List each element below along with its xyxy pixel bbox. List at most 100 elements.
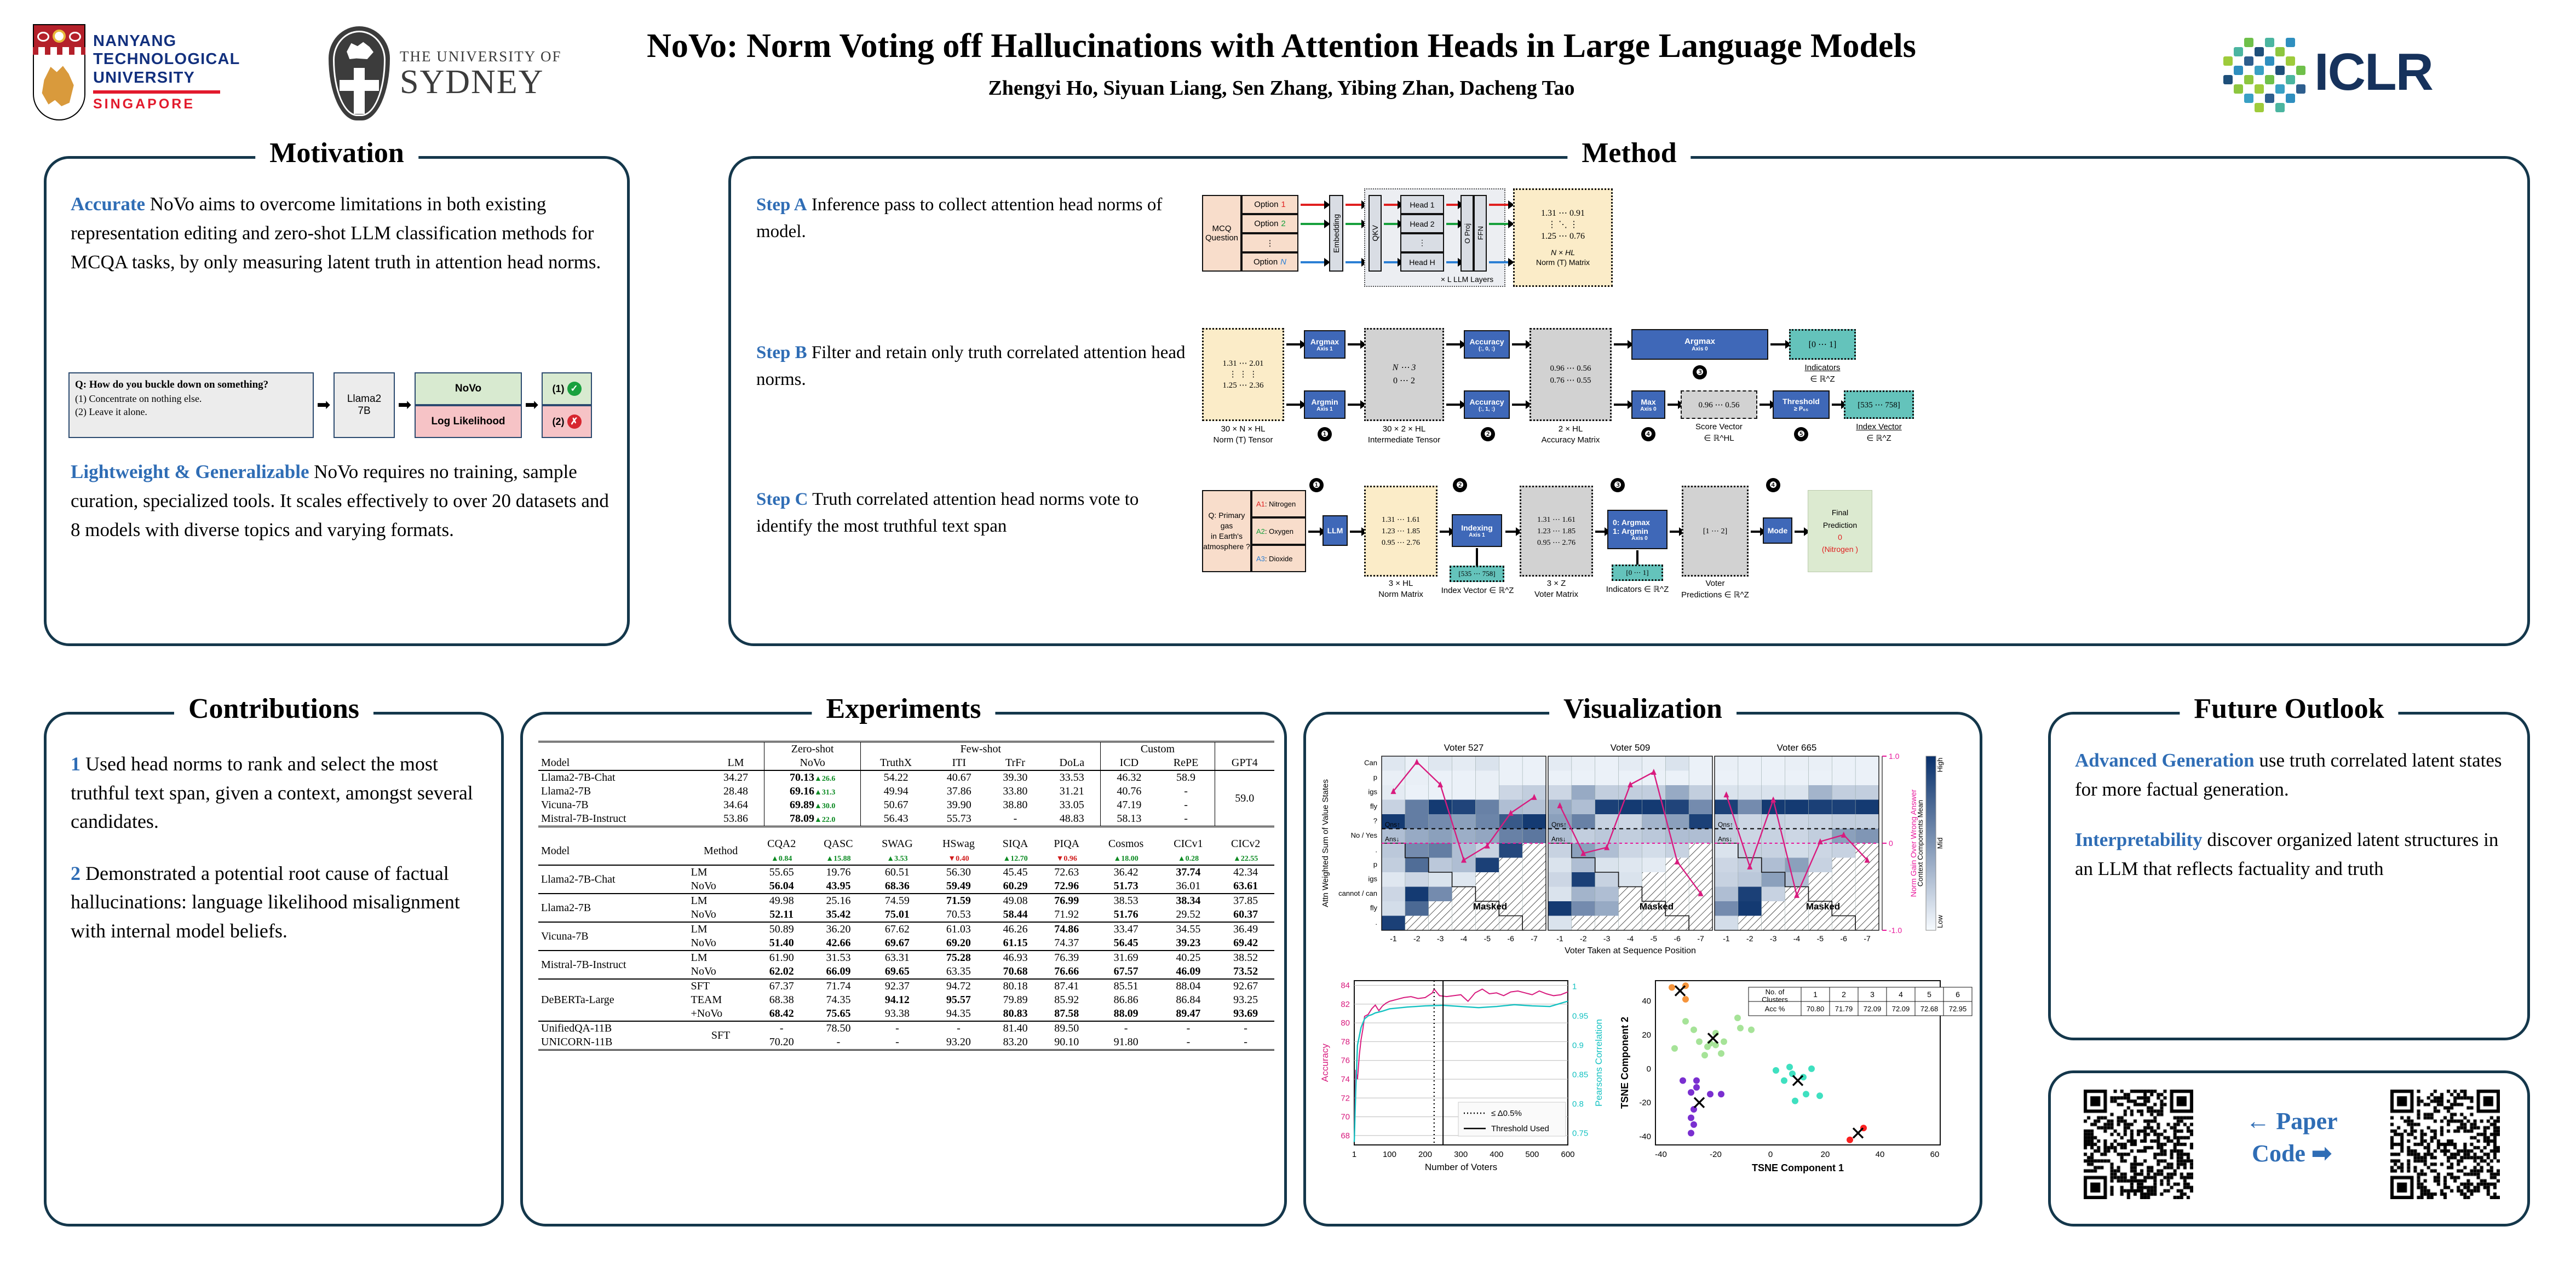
svg-text:-3: -3 (1437, 934, 1444, 943)
diagB-op2-top-label: Accuracy (1469, 337, 1504, 346)
svg-text:Qns↑: Qns↑ (1385, 821, 1400, 828)
diagB-op1-bot-label: Argmin (1311, 397, 1338, 406)
diagB-tensor-cap2: Norm (T) Tensor (1213, 435, 1273, 445)
diagB-index-vector: [535 ⋯ 758] (1844, 390, 1914, 419)
poster-header: NANYANG TECHNOLOGICAL UNIVERSITY SINGAPO… (0, 0, 2576, 141)
usyd-wordmark: THE UNIVERSITY OF SYDNEY (400, 48, 561, 99)
diagB-op2-bot-label: Accuracy (1469, 397, 1504, 406)
svg-text:-5: -5 (1817, 934, 1824, 943)
diagB-inter-row-1: N ⋯ 3 (1392, 363, 1416, 372)
usyd-logo: THE UNIVERSITY OF SYDNEY (329, 24, 586, 123)
svg-text:High: High (1936, 758, 1944, 773)
paper-label-row: ← Paper (2215, 1105, 2368, 1137)
code-qr-code[interactable] (2390, 1090, 2500, 1199)
svg-text:4: 4 (1899, 990, 1903, 999)
svg-text:fly: fly (1370, 802, 1378, 810)
diagB-marker-2: ❷ (1481, 427, 1495, 441)
diagB-op3-sub: Axis 0 (1692, 346, 1708, 352)
diagB-inter-cap2: Intermediate Tensor (1367, 435, 1441, 445)
arrow-to-output-icon: ➡ (525, 396, 539, 414)
contribution-item-2: 2 Demonstrated a potential root cause of… (71, 859, 485, 946)
diagB-idx-cap1: Index Vector (1856, 422, 1902, 431)
svg-text:74: 74 (1341, 1075, 1350, 1084)
svg-text:-7: -7 (1531, 934, 1538, 943)
model-box: Llama2 7B (334, 372, 395, 438)
svg-text:Low: Low (1936, 914, 1944, 928)
diagA-mcq-l2: Question (1205, 233, 1239, 243)
svg-text:76: 76 (1341, 1056, 1350, 1066)
svg-text:-2: -2 (1746, 934, 1753, 943)
ntu-wordmark: NANYANG TECHNOLOGICAL UNIVERSITY SINGAPO… (93, 32, 240, 113)
mcq-option-1: (1) Concentrate on nothing else. (75, 393, 202, 404)
diagB-op2-top-sub: (:, 0, :) (1479, 346, 1495, 352)
experiments-title: Experiments (812, 693, 996, 725)
svg-text:1: 1 (1352, 1150, 1356, 1159)
mcq-option-2: (2) Leave it alone. (75, 406, 147, 417)
diagC-op-mode: Mode (1763, 517, 1792, 544)
diagC-question-box: Q: Primary gas in Earth's atmosphere ? (1202, 490, 1251, 572)
svg-text:cannot / can: cannot / can (1338, 889, 1377, 897)
svg-text:600: 600 (1561, 1150, 1574, 1159)
mcq-question: Q: How do you buckle down on something? (75, 379, 269, 390)
svg-text:1.0: 1.0 (1889, 752, 1900, 761)
diagC-answer-1-tag: A1 (1256, 499, 1265, 508)
svg-text:No. of: No. of (1766, 988, 1785, 996)
future-text-2: discover organized latent structures in … (2075, 829, 2499, 879)
motivation-title: Motivation (255, 137, 418, 169)
code-label: Code (2252, 1140, 2305, 1167)
usyd-line-big: SYDNEY (400, 63, 544, 101)
future-text-1: use truth correlated latent states for m… (2075, 750, 2502, 800)
svg-text:0.95: 0.95 (1572, 1011, 1588, 1021)
svg-text:200: 200 (1418, 1150, 1432, 1159)
output-wrong-label: (2) (552, 416, 565, 427)
diagC-op-argmaxmin: 0: Argmax 1: Argmin Axis 0 (1607, 510, 1668, 549)
diagC-marker-4: ❹ (1766, 478, 1780, 492)
method-diagram-b: 1.31 ⋯ 2.01 ⋮ ⋮ ⋮ 1.25 ⋯ 2.36 30 × N × H… (1202, 320, 2505, 457)
output-correct: (1) ✓ (542, 372, 592, 405)
motivation-paragraph-1: Accurate NoVo aims to overcome limitatio… (71, 189, 610, 277)
mcq-example-box: Q: How do you buckle down on something? … (68, 372, 314, 438)
svg-text:0.8: 0.8 (1572, 1099, 1584, 1109)
svg-text:Voter 509: Voter 509 (1611, 742, 1651, 753)
qr-labels: ← Paper Code ➡ (2215, 1105, 2368, 1170)
diagB-ind-cap2: ∈ ℝ^Z (1810, 375, 1835, 384)
svg-text:20: 20 (1642, 1030, 1651, 1040)
diagA-oproj-label: O Proj (1463, 223, 1471, 244)
svg-text:igs: igs (1368, 787, 1377, 796)
diagB-op1-top-sub: Axis 1 (1316, 346, 1333, 352)
branch-loglikelihood: Log Likelihood (415, 405, 522, 438)
future-outlook-panel: Future Outlook Advanced Generation use t… (2048, 693, 2530, 1040)
diagB-op-threshold: Threshold≥ P₆₅ (1773, 390, 1830, 419)
diagA-embedding-label: Embedding (1332, 214, 1341, 253)
svg-text:Acc %: Acc % (1765, 1005, 1785, 1013)
svg-text:-2: -2 (1580, 934, 1587, 943)
svg-text:.: . (1375, 845, 1377, 854)
svg-text:68: 68 (1341, 1131, 1350, 1141)
svg-text:80: 80 (1341, 1018, 1350, 1028)
diagC-answer-3-tag: A3 (1256, 554, 1265, 563)
motivation-body-2: NoVo requires no training, sample curati… (71, 461, 609, 541)
diagA-norm-cap-2: Norm (T) Matrix (1536, 257, 1590, 267)
diagA-mcq-box: MCQ Question (1202, 195, 1241, 272)
diagC-final-prediction: Final Prediction 0 (Nitrogen ) (1808, 490, 1872, 572)
motivation-body-1: NoVo aims to overcome limitations in bot… (71, 193, 601, 273)
ntu-shield-icon (33, 24, 85, 120)
paper-label: Paper (2276, 1108, 2338, 1135)
svg-text:6: 6 (1956, 990, 1960, 999)
svg-text:≤ Δ0.5%: ≤ Δ0.5% (1491, 1109, 1522, 1118)
ntu-line-3: UNIVERSITY (93, 68, 196, 87)
diagA-qkv-label: QKV (1371, 225, 1379, 241)
diagB-op5-label: Threshold (1783, 397, 1820, 406)
svg-text:.: . (1375, 918, 1377, 926)
svg-text:Threshold Used: Threshold Used (1491, 1124, 1549, 1133)
diagA-head-ellipsis: ⋮ (1400, 233, 1444, 252)
svg-text:-40: -40 (1655, 1150, 1667, 1159)
diagC-question-l3: atmosphere ? (1203, 542, 1250, 551)
output-stack: (1) ✓ (2) ✗ (542, 372, 592, 438)
paper-qr-code[interactable] (2084, 1090, 2193, 1199)
